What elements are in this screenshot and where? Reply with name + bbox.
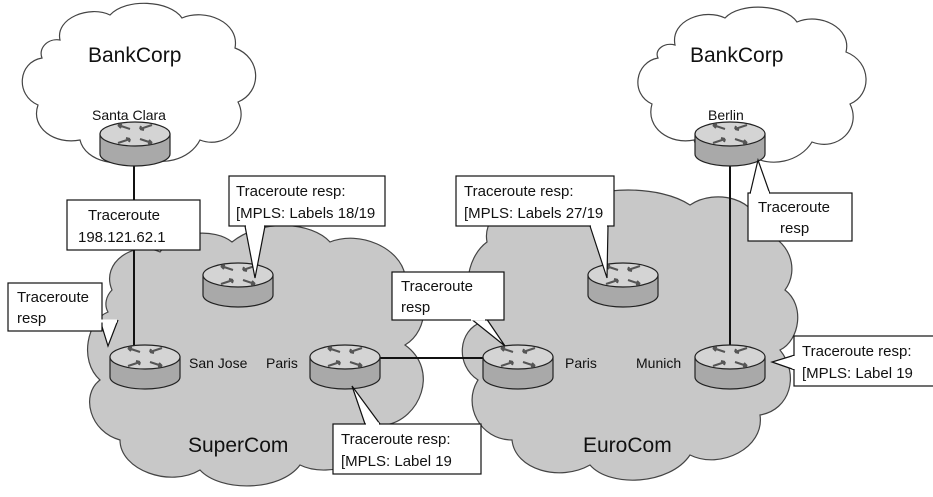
router-icon[interactable] <box>694 121 766 167</box>
svg-text:Traceroute resp:: Traceroute resp: <box>236 183 346 200</box>
router-icon[interactable] <box>587 262 659 308</box>
svg-text:resp: resp <box>401 299 430 316</box>
svg-text:Traceroute: Traceroute <box>401 278 473 295</box>
svg-text:Traceroute resp:: Traceroute resp: <box>802 343 912 360</box>
bankcorp-right-cloud <box>637 6 867 164</box>
supercom-label: SuperCom <box>188 434 288 457</box>
svg-text:resp: resp <box>780 220 809 237</box>
callout-san-jose-resp: Traceroute resp <box>7 282 119 348</box>
router-icon[interactable] <box>202 262 274 308</box>
router-label-san-jose: San Jose <box>189 355 248 371</box>
router-icon[interactable] <box>109 344 181 390</box>
callout-eurocom-core-resp: Traceroute resp: [MPLS: Labels 27/19 <box>455 175 615 279</box>
bankcorp-left-cloud <box>21 2 257 164</box>
router-label-santa-clara: Santa Clara <box>92 107 166 123</box>
svg-text:Traceroute: Traceroute <box>88 207 160 224</box>
svg-text:Traceroute resp:: Traceroute resp: <box>464 183 574 200</box>
svg-text:198.121.62.1: 198.121.62.1 <box>78 229 166 246</box>
bankcorp-right-label: BankCorp <box>690 44 783 67</box>
router-icon[interactable] <box>99 121 171 167</box>
svg-text:[MPLS: Label 19: [MPLS: Label 19 <box>802 365 913 382</box>
svg-text:resp: resp <box>17 310 46 327</box>
svg-text:Traceroute resp:: Traceroute resp: <box>341 431 451 448</box>
callout-eurocom-paris-resp: Traceroute resp <box>391 271 506 347</box>
callout-traceroute: Traceroute 198.121.62.1 <box>66 199 201 251</box>
router-label-paris-eurocom: Paris <box>565 355 597 371</box>
svg-text:[MPLS: Label 19: [MPLS: Label 19 <box>341 453 452 470</box>
callout-berlin-resp: Traceroute resp <box>747 157 853 242</box>
router-label-berlin: Berlin <box>708 107 744 123</box>
router-label-paris-supercom: Paris <box>266 355 298 371</box>
svg-text:Traceroute: Traceroute <box>758 199 830 216</box>
callout-munich-resp: Traceroute resp: [MPLS: Label 19 <box>770 335 933 387</box>
bankcorp-left-label: BankCorp <box>88 44 181 67</box>
eurocom-cloud <box>461 189 799 481</box>
router-icon[interactable] <box>309 344 381 390</box>
router-icon[interactable] <box>694 344 766 390</box>
svg-text:Traceroute: Traceroute <box>17 289 89 306</box>
svg-text:[MPLS: Labels 27/19: [MPLS: Labels 27/19 <box>464 205 603 222</box>
router-icon[interactable] <box>482 344 554 390</box>
callout-supercom-paris-resp: Traceroute resp: [MPLS: Label 19 <box>332 385 482 475</box>
callout-supercom-core-resp: Traceroute resp: [MPLS: Labels 18/19 <box>228 175 386 279</box>
router-label-munich: Munich <box>636 355 681 371</box>
eurocom-label: EuroCom <box>583 434 672 457</box>
svg-text:[MPLS: Labels 18/19: [MPLS: Labels 18/19 <box>236 205 375 222</box>
